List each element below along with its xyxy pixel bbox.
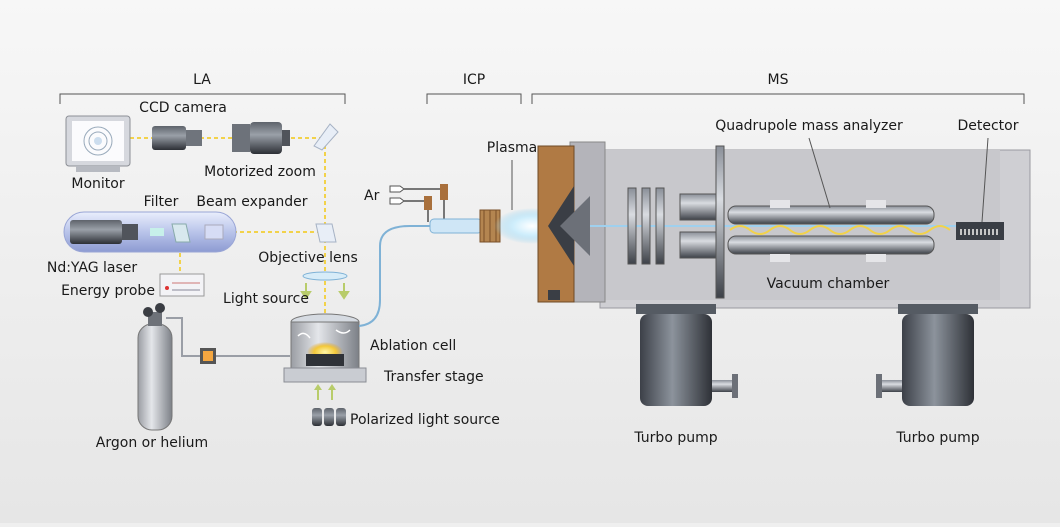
monitor-icon [65,115,131,172]
detector-pointer [981,137,989,223]
section-icp-bracket: ICP [426,72,522,104]
section-ms-label: MS [768,72,789,88]
ndyag-laser-label: Nd:YAG laser [47,260,138,276]
plasma-label: Plasma [487,140,537,156]
ablation-cell-label: Ablation cell [370,338,456,354]
ar-gas-inlet-icon [389,184,448,222]
argon-helium-label: Argon or helium [96,435,208,451]
energy-probe-icon [159,273,205,297]
turbo-pump-2-label: Turbo pump [895,430,979,446]
turbo-pump-1-icon [636,304,738,406]
turbo-pump-2-icon [876,304,978,406]
polarized-light-source-icon [312,384,346,426]
vacuum-chamber-label: Vacuum chamber [767,276,890,292]
filter-label: Filter [144,194,179,210]
motorized-zoom-icon [232,122,290,154]
interface-cones-icon [537,145,590,303]
ccd-camera-label: CCD camera [139,100,227,116]
transfer-stage-label: Transfer stage [383,369,484,385]
quadrupole-label: Quadrupole mass analyzer [715,118,903,134]
light-source-arrows [300,283,350,300]
mirror-icon [313,123,339,151]
beam-mirror-icon [315,223,337,243]
objective-lens-icon [302,271,348,281]
quadrupole-pointer [808,137,831,209]
section-icp-label: ICP [463,72,485,88]
ndyag-laser-icon [63,211,237,253]
turbo-pump-1-label: Turbo pump [633,430,717,446]
filter-icon [171,223,191,243]
quadrupole-rods-icon [727,200,951,262]
objective-lens-label: Objective lens [258,250,358,266]
section-ms-bracket: MS [531,72,1025,104]
section-la-bracket: LA [59,72,346,104]
light-source-label: Light source [223,291,309,307]
monitor-label: Monitor [71,176,124,192]
ar-label: Ar [364,188,380,204]
motorized-zoom-label: Motorized zoom [204,164,316,180]
polarized-light-source-label: Polarized light source [350,412,500,428]
section-la-label: LA [193,72,211,88]
ion-lens-plates-icon [627,145,725,299]
detector-icon [956,222,1004,240]
beam-expander-label: Beam expander [196,194,307,210]
ablation-cell-icon [290,313,360,369]
detector-label: Detector [957,118,1018,134]
transfer-stage-icon [283,367,367,383]
sample-transfer-tube [358,225,430,327]
ccd-camera-icon [152,126,202,150]
energy-probe-label: Energy probe [61,283,155,299]
argon-helium-cylinder-icon [137,303,290,431]
